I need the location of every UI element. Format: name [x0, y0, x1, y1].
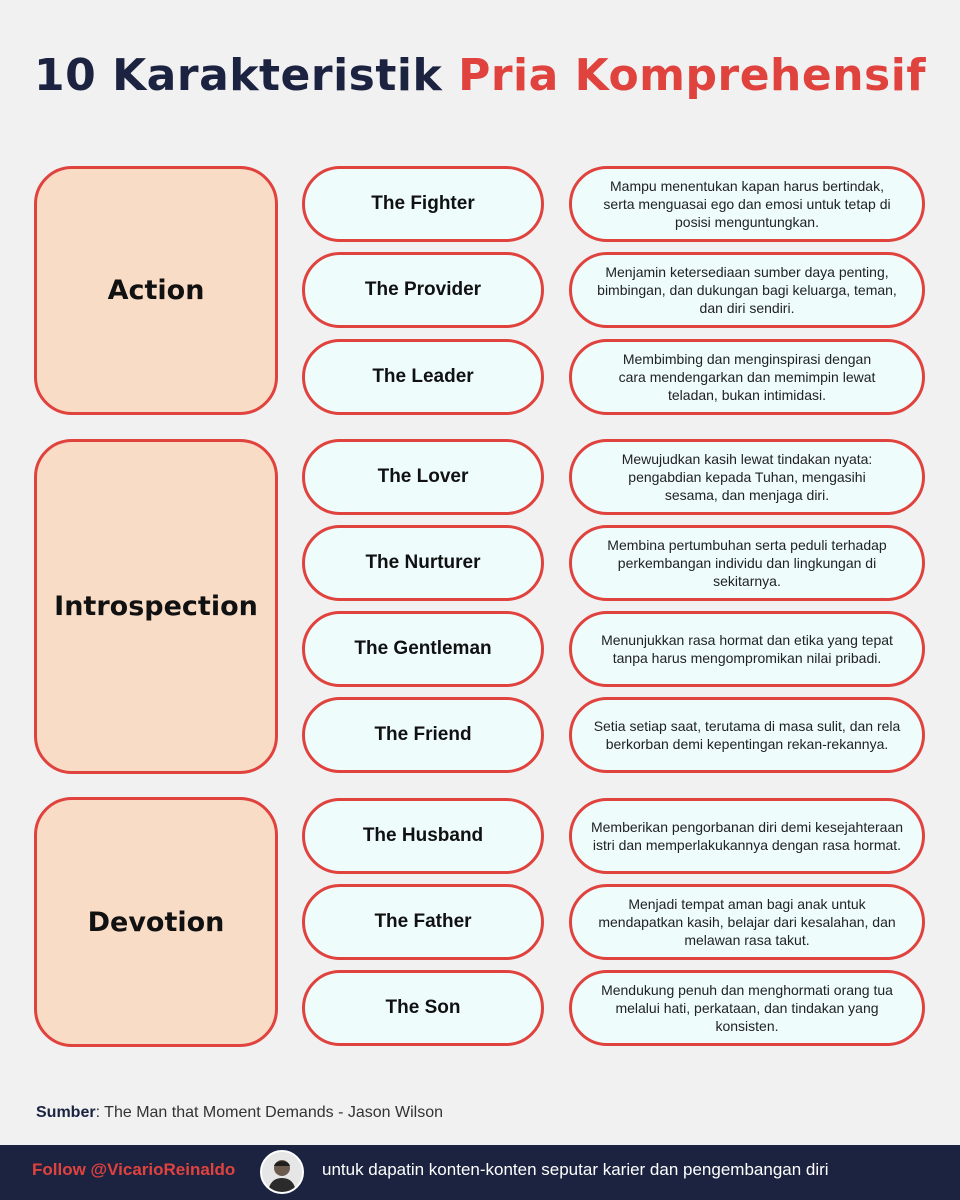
- trait-name: The Son: [302, 970, 544, 1046]
- profile-photo-icon: [262, 1152, 302, 1192]
- source-label: Sumber: [36, 1104, 96, 1121]
- trait-name: The Friend: [302, 697, 544, 773]
- category-action: Action: [34, 166, 278, 415]
- trait-description: Mewujudkan kasih lewat tindakan nyata: p…: [569, 439, 925, 515]
- trait-description: Menjadi tempat aman bagi anak untuk mend…: [569, 884, 925, 960]
- page-title: 10 Karakteristik Pria Komprehensif: [0, 50, 960, 101]
- title-part-1: 10 Karakteristik: [34, 50, 443, 101]
- trait-name: The Lover: [302, 439, 544, 515]
- trait-description: Mendukung penuh dan menghormati orang tu…: [569, 970, 925, 1046]
- trait-description: Menunjukkan rasa hormat dan etika yang t…: [569, 611, 925, 687]
- footer-tagline: untuk dapatin konten-konten seputar kari…: [322, 1160, 829, 1179]
- trait-description: Menjamin ketersediaan sumber daya pentin…: [569, 252, 925, 328]
- trait-name: The Father: [302, 884, 544, 960]
- avatar[interactable]: [260, 1150, 304, 1194]
- trait-description: Membimbing dan menginspirasi dengan cara…: [569, 339, 925, 415]
- trait-name: The Fighter: [302, 166, 544, 242]
- trait-name: The Husband: [302, 798, 544, 874]
- trait-name: The Leader: [302, 339, 544, 415]
- title-part-2: Pria Komprehensif: [458, 50, 926, 101]
- trait-description: Mampu menentukan kapan harus bertindak, …: [569, 166, 925, 242]
- trait-description: Memberikan pengorbanan diri demi kesejah…: [569, 798, 925, 874]
- trait-description: Setia setiap saat, terutama di masa suli…: [569, 697, 925, 773]
- category-devotion: Devotion: [34, 797, 278, 1047]
- trait-name: The Nurturer: [302, 525, 544, 601]
- footer-bar: Follow @VicarioReinaldo untuk dapatin ko…: [0, 1145, 960, 1200]
- category-introspection: Introspection: [34, 439, 278, 774]
- trait-name: The Provider: [302, 252, 544, 328]
- trait-name: The Gentleman: [302, 611, 544, 687]
- follow-handle-link[interactable]: Follow @VicarioReinaldo: [32, 1160, 236, 1179]
- trait-description: Membina pertumbuhan serta peduli terhada…: [569, 525, 925, 601]
- source-credit: Sumber: The Man that Moment Demands - Ja…: [36, 1104, 443, 1122]
- source-text: : The Man that Moment Demands - Jason Wi…: [95, 1104, 443, 1121]
